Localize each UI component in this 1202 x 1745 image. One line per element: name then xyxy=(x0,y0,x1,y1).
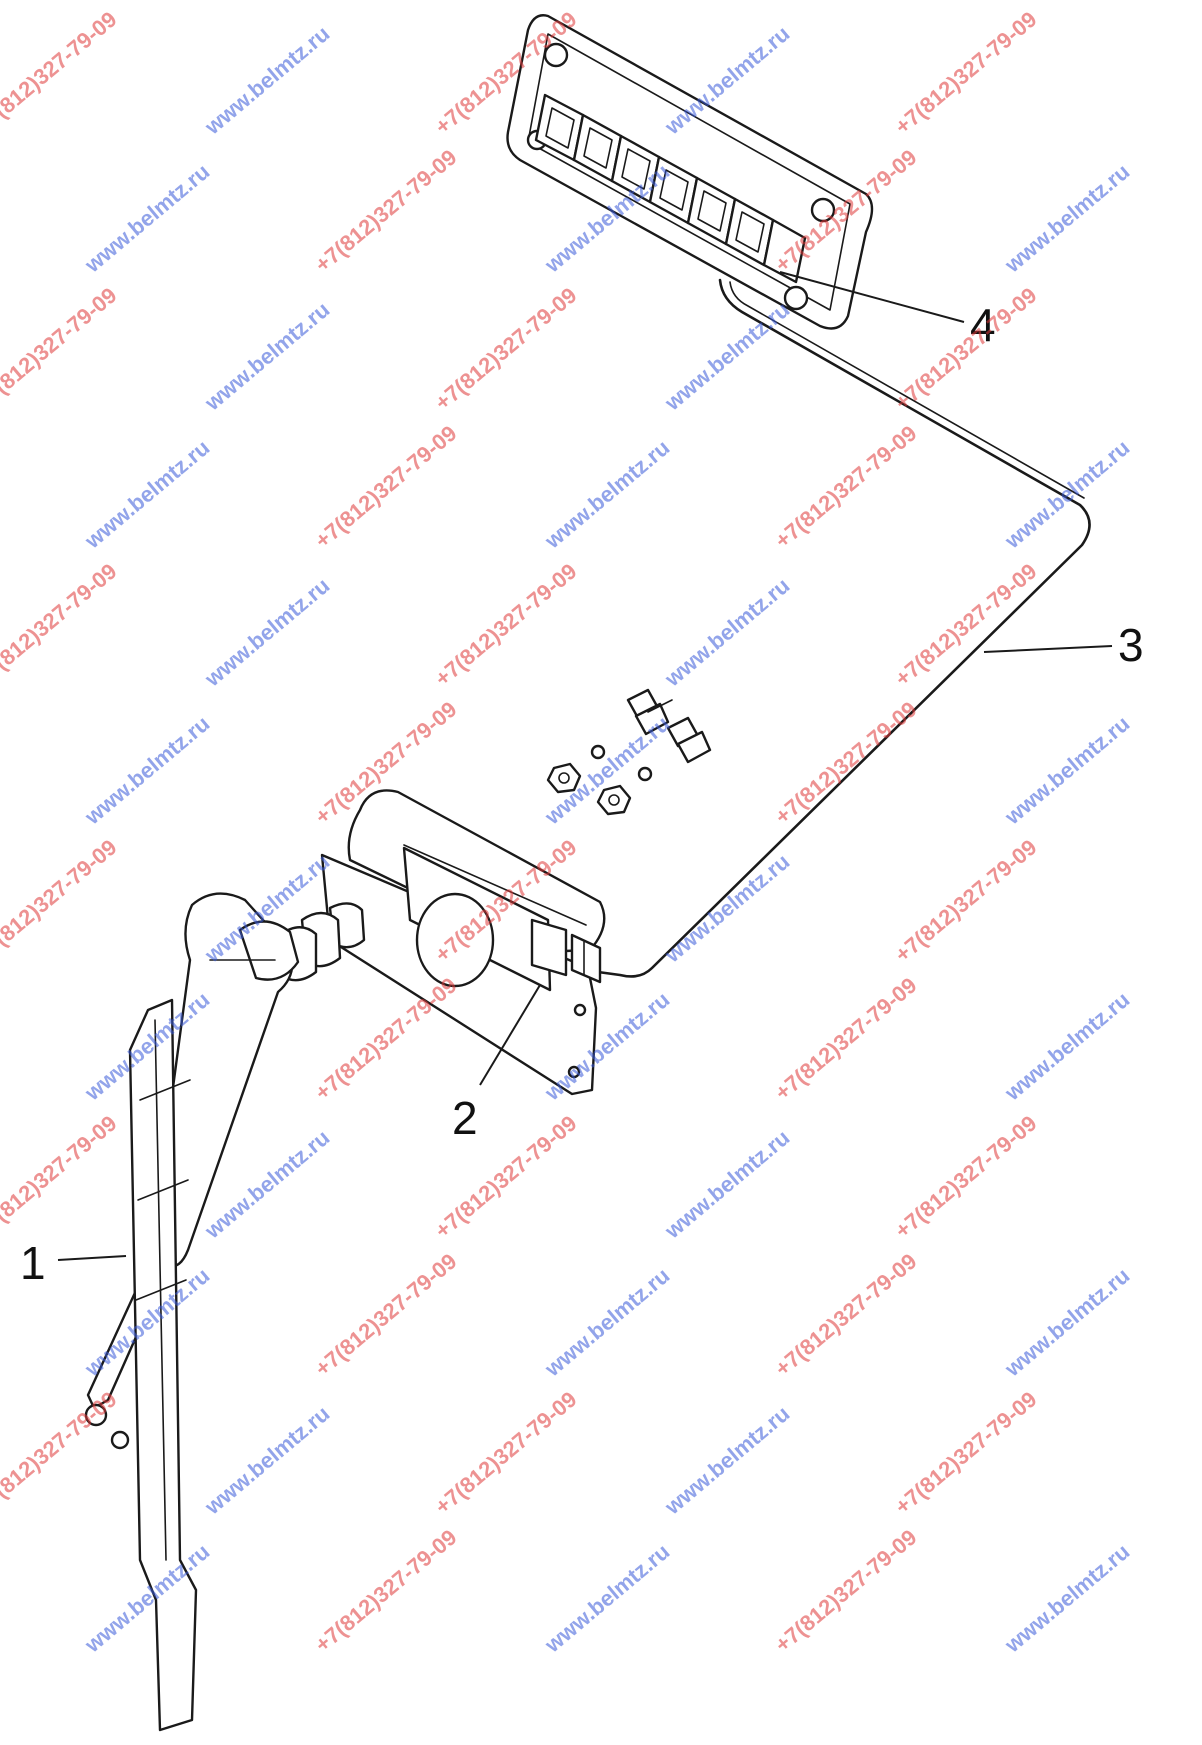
wiper-arm-and-blade xyxy=(84,892,300,1732)
wiper-arm-pivot xyxy=(238,920,300,981)
leader-line-2 xyxy=(479,984,541,1086)
motor-connector xyxy=(530,918,568,977)
wire-harness-inner xyxy=(729,281,1085,499)
motor-shaft-hole xyxy=(415,892,495,988)
motor-housing xyxy=(347,789,606,954)
wiper-motor xyxy=(320,789,606,1096)
wiper-blade xyxy=(128,998,198,1732)
callout-2: 2 xyxy=(452,1092,478,1144)
bolt xyxy=(666,716,712,764)
wiper-arm xyxy=(86,892,294,1410)
leader-line-1 xyxy=(57,1255,127,1261)
callout-1: 1 xyxy=(20,1237,46,1289)
nut xyxy=(546,762,582,794)
callout-3: 3 xyxy=(1118,619,1144,671)
bolt xyxy=(626,688,673,736)
callout-4: 4 xyxy=(970,299,996,351)
leader-line-4 xyxy=(779,271,965,323)
washer xyxy=(590,744,606,760)
switch-panel xyxy=(506,14,874,330)
leader-line-3 xyxy=(983,645,1113,653)
rocker-switch-row xyxy=(534,93,807,284)
nut xyxy=(596,784,632,816)
wire-harness xyxy=(596,278,1091,978)
washer xyxy=(637,766,653,782)
mounting-hardware xyxy=(546,688,712,816)
